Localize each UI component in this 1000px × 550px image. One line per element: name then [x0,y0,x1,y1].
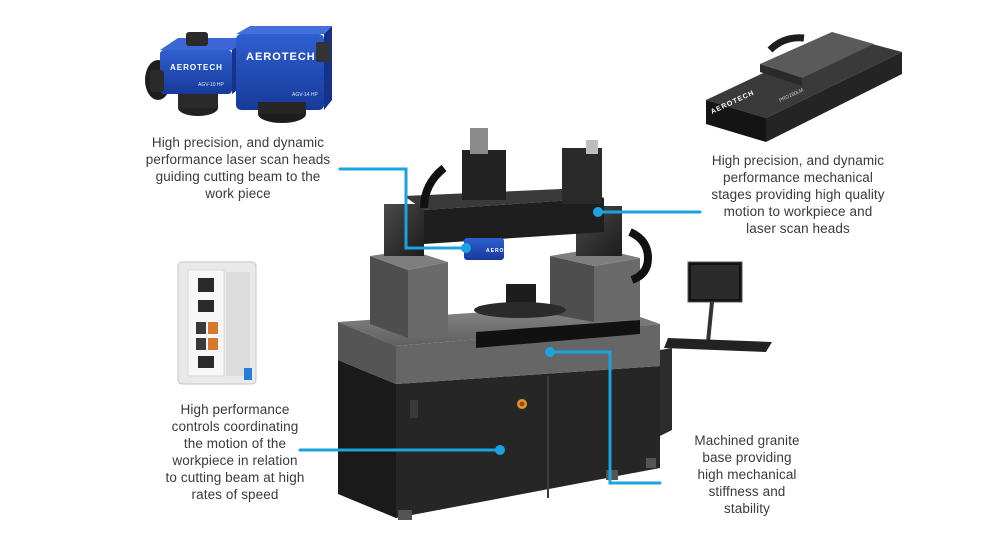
scan-head-right-model: AGV-14 HP [292,92,319,98]
caption-line: high mechanical [697,467,797,482]
caption-line: to cutting beam at high [165,470,305,485]
caption-controls: High performance controls coordinating t… [130,401,340,503]
callout-dot-granite [545,347,555,357]
caption-line: performance mechanical [722,170,874,185]
caption-line: Machined granite [694,433,800,448]
svg-text:AEROTECH: AEROTECH [170,63,223,72]
caption-line: rates of speed [191,487,279,502]
caption-line: motion to workpiece and [723,204,873,219]
caption-granite-base: Machined granite base providing high mec… [662,432,832,517]
callout-dot-scan-heads [461,243,471,253]
caption-scan-heads: High precision, and dynamic performance … [128,134,348,202]
caption-mechanical-stages: High precision, and dynamic performance … [688,152,908,237]
caption-line: workpiece in relation [172,453,298,468]
callout-line-scan-heads [338,167,464,250]
callout-dot-stages [593,207,603,217]
callout-line-granite [550,350,662,485]
workstation-machine-icon: AEROTECH [338,128,772,520]
svg-text:AEROTECH: AEROTECH [486,248,522,254]
linear-stage-icon: AEROTECH PRO280LM [706,32,902,142]
caption-line: the motion of the [183,436,287,451]
caption-line: High precision, and dynamic [151,135,325,150]
caption-line: stiffness and [708,484,786,499]
caption-line: controls coordinating [171,419,299,434]
caption-line: laser scan heads [746,221,850,236]
scan-head-left-model: AGV-10 HP [198,82,225,88]
motion-controller-icon [177,261,257,385]
caption-line: stages providing high quality [711,187,885,202]
caption-line: work piece [205,186,271,201]
svg-text:AEROTECH: AEROTECH [246,51,316,63]
callout-dot-controls [495,445,505,455]
caption-line: guiding cutting beam to the [155,169,321,184]
caption-line: High performance [180,402,290,417]
laser-scan-head-icon: AEROTECH AGV-10 HP AEROTECH AGV-14 HP [145,26,332,123]
caption-line: performance laser scan heads [145,152,331,167]
caption-line: stability [724,501,770,516]
caption-line: High precision, and dynamic [711,153,885,168]
caption-line: base providing [702,450,792,465]
